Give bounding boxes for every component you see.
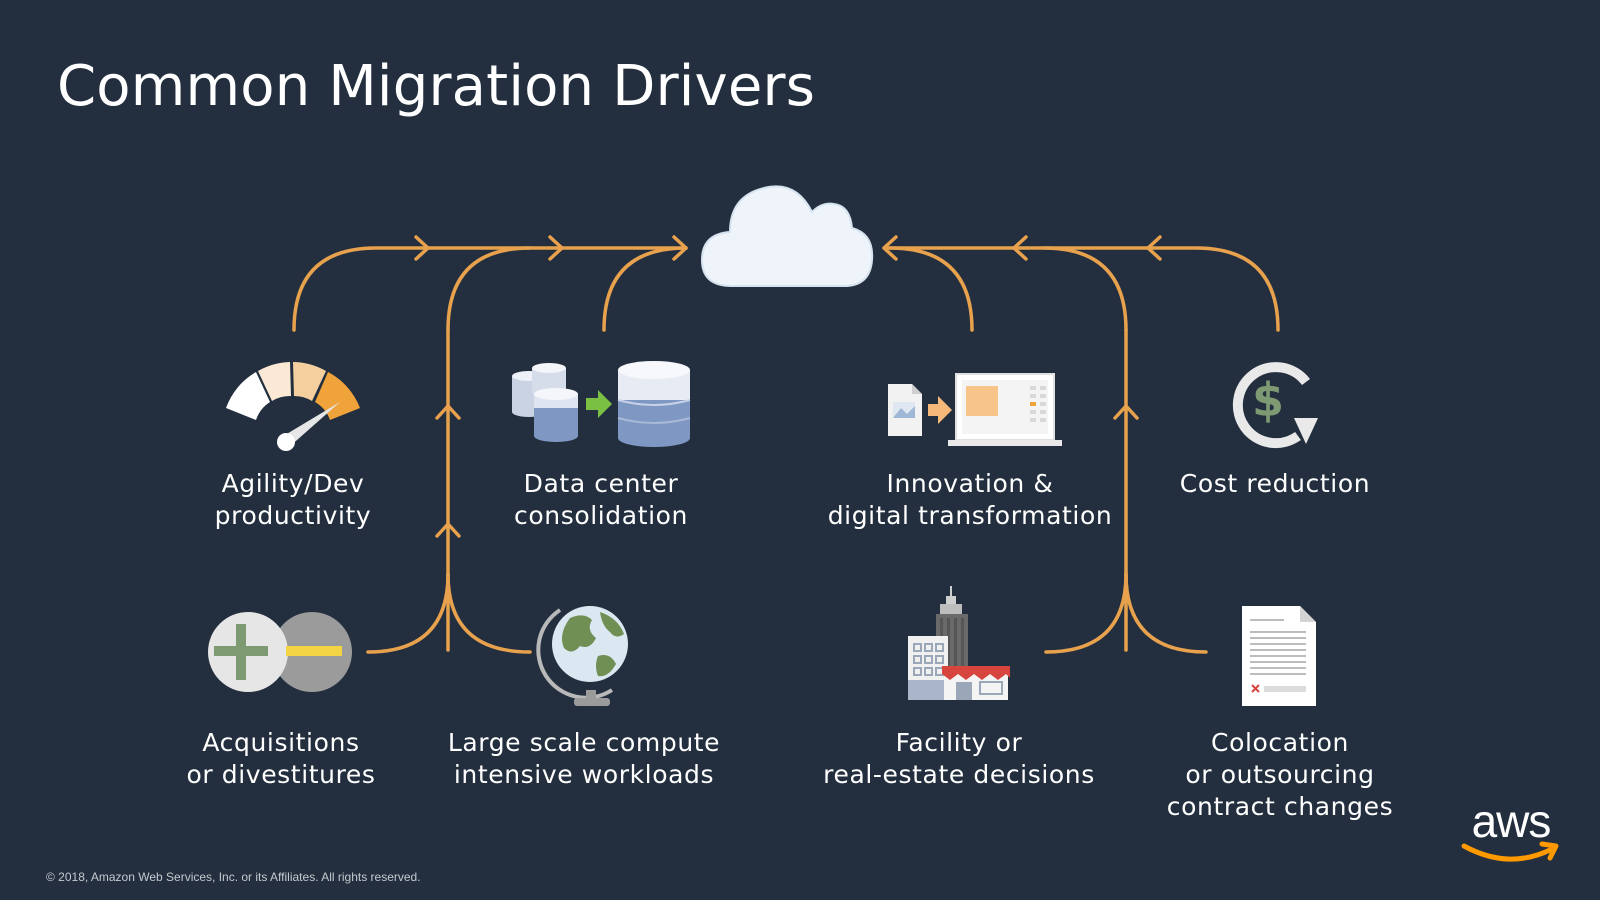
- driver-label-line: consolidation: [514, 501, 688, 530]
- database-consolidation-icon: [512, 361, 691, 447]
- flow-line-right-top: [1042, 246, 1128, 332]
- driver-label-line: Data center: [523, 469, 679, 498]
- driver-label-line: Facility or: [895, 728, 1023, 757]
- driver-label-line: Agility/Dev: [221, 469, 365, 498]
- flow-line-left-top: [446, 246, 532, 332]
- driver-label-colocation: Colocation or outsourcing contract chang…: [1167, 727, 1393, 823]
- arrowhead: [1113, 404, 1139, 420]
- city-buildings-icon: [908, 586, 1010, 700]
- flow-line-compute: [446, 572, 532, 654]
- flow-line-agility: [292, 246, 688, 332]
- speedometer-icon: [226, 362, 360, 451]
- document-to-laptop-icon: [888, 373, 1062, 446]
- svg-text:$: $: [1252, 373, 1284, 427]
- driver-label-line: or divestitures: [186, 760, 376, 789]
- aws-logo: aws: [1460, 795, 1562, 870]
- copyright-notice: © 2018, Amazon Web Services, Inc. or its…: [46, 870, 421, 884]
- globe-icon: [536, 606, 628, 706]
- arrowhead: [435, 404, 461, 420]
- driver-label-line: Innovation &: [886, 469, 1054, 498]
- arrowhead: [435, 522, 461, 538]
- driver-label-line: real-estate decisions: [823, 760, 1095, 789]
- flow-line-cost: [882, 246, 1280, 332]
- aws-smile-icon: [1461, 841, 1559, 862]
- driver-label-line: digital transformation: [827, 501, 1113, 530]
- arrowhead: [414, 235, 430, 261]
- driver-label-line: Cost reduction: [1179, 469, 1371, 498]
- driver-label-cost: Cost reduction: [1180, 468, 1370, 500]
- page-title: Common Migration Drivers: [57, 54, 816, 119]
- arrowhead: [1146, 235, 1162, 261]
- flow-line-datacenter: [602, 246, 688, 332]
- driver-label-line: productivity: [214, 501, 372, 530]
- aws-wordmark: aws: [1471, 795, 1552, 847]
- driver-label-agility: Agility/Dev productivity: [215, 468, 372, 532]
- cloud-icon: [700, 185, 874, 287]
- dollar-refresh-icon: $: [1232, 362, 1318, 449]
- driver-label-line: or outsourcing: [1185, 760, 1375, 789]
- driver-label-compute: Large scale compute intensive workloads: [448, 727, 720, 791]
- driver-label-innovation: Innovation & digital transformation: [828, 468, 1113, 532]
- flow-line-innovation: [888, 246, 974, 332]
- driver-label-datacenter: Data center consolidation: [514, 468, 688, 532]
- arrowhead: [882, 235, 898, 261]
- driver-label-line: Acquisitions: [202, 728, 360, 757]
- driver-label-line: Large scale compute: [447, 728, 721, 757]
- arrowhead: [1012, 235, 1028, 261]
- flow-line-acquisitions: [366, 572, 450, 654]
- driver-label-line: contract changes: [1166, 792, 1394, 821]
- arrowhead: [548, 235, 564, 261]
- driver-label-acquisitions: Acquisitions or divestitures: [186, 727, 375, 791]
- contract-document-icon: [1242, 606, 1316, 706]
- driver-label-line: Colocation: [1211, 728, 1349, 757]
- plus-minus-icon: [208, 612, 352, 692]
- flow-line-facility: [1044, 572, 1128, 654]
- flow-line-colocation: [1124, 572, 1208, 654]
- arrowhead: [672, 235, 688, 261]
- driver-label-line: intensive workloads: [453, 760, 715, 789]
- driver-label-facility: Facility or real-estate decisions: [823, 727, 1095, 791]
